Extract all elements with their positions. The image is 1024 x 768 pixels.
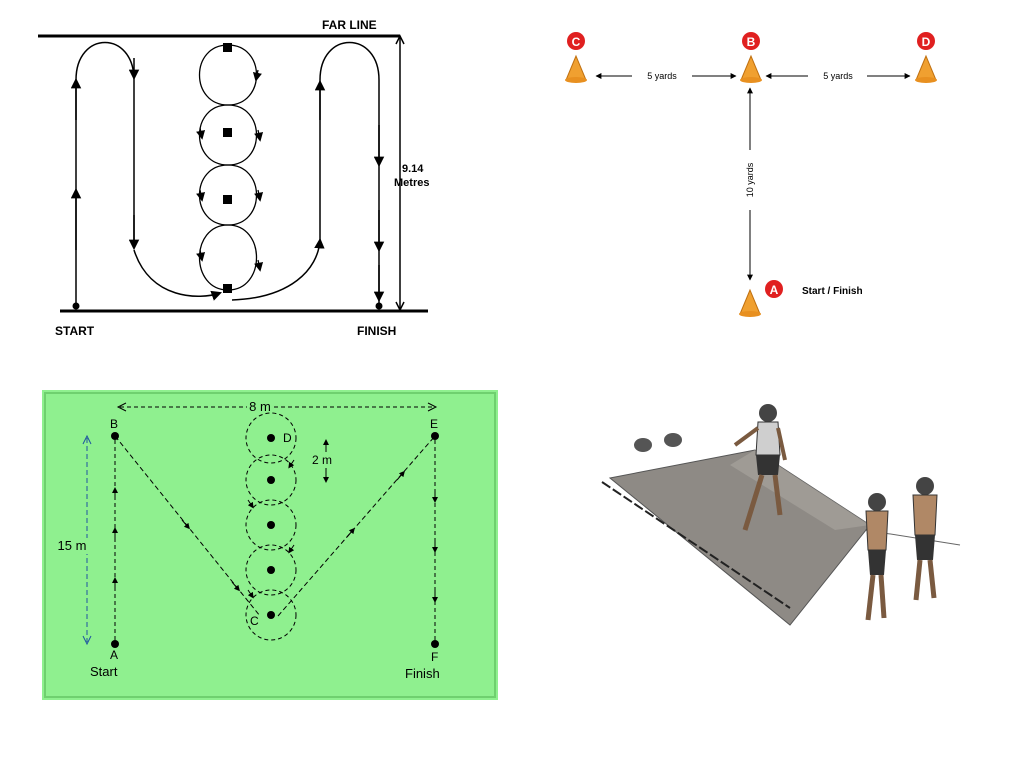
block-icon [634, 438, 652, 452]
start-finish-label: Start / Finish [802, 286, 863, 297]
far-line-label: FAR LINE [322, 18, 377, 32]
loop-arrows [196, 69, 264, 272]
badge-icon [917, 32, 935, 50]
finish-label: Finish [405, 666, 440, 681]
far-line-run-diagram: FAR LINE START FINISH 9.14 Metres [38, 18, 429, 338]
circle-dots [267, 434, 275, 619]
standing-figure-icon [912, 477, 938, 601]
cone-d: D [915, 32, 937, 83]
point-d-label: D [283, 431, 292, 445]
marker-block [223, 284, 232, 293]
figure-circles [245, 412, 297, 641]
shuttle-run-illustration [601, 404, 961, 626]
vertical-distance: 10 yards [745, 162, 755, 197]
cone-d-label: D [922, 35, 931, 49]
point-f-label: F [431, 650, 438, 664]
cone-b-label: B [747, 35, 756, 49]
lane-left-turn [75, 41, 135, 245]
point-b-label: B [110, 417, 118, 431]
diagonal-arrows [181, 470, 405, 592]
cone-t-drill-diagram: C B D A Start / Finish 5 yards 5 yards 1… [565, 32, 937, 317]
width-label: 8 m [249, 399, 271, 414]
cone-c: C [565, 32, 587, 83]
standing-figure-icon [865, 493, 889, 621]
curve-to-loops [133, 249, 222, 301]
block-icon [664, 433, 682, 447]
height-label: 15 m [58, 538, 87, 553]
point-f [431, 640, 439, 648]
distance-unit: Metres [394, 177, 429, 189]
cone-a: A [739, 280, 783, 317]
gap-label: 2 m [312, 453, 332, 467]
circle-arrows [247, 459, 295, 599]
point-e-label: E [430, 417, 438, 431]
lane-arrows [112, 487, 438, 603]
court-surface [608, 449, 871, 626]
badge-icon [567, 32, 585, 50]
finish-label: FINISH [357, 324, 396, 338]
runner-figure-icon [733, 404, 787, 531]
cone-a-label: A [770, 283, 779, 297]
left-distance: 5 yards [647, 71, 677, 81]
cone-c-label: C [572, 35, 581, 49]
marker-block [223, 195, 232, 204]
lane-right-turn [319, 41, 380, 306]
badge-icon [765, 280, 783, 298]
figure-eight-loops [198, 44, 258, 291]
distance-line [601, 481, 791, 609]
marker-block [223, 43, 232, 52]
cone-b: B [740, 32, 762, 83]
green-field-run-diagram: 8 m 15 m B E A Start F Finish [42, 390, 498, 700]
curve-to-right-lane [231, 237, 325, 301]
distance-value: 9.14 [402, 163, 424, 175]
badge-icon [742, 32, 760, 50]
point-c-label: C [250, 614, 259, 628]
start-label: START [55, 324, 95, 338]
point-a [111, 640, 119, 648]
point-a-label: A [110, 648, 118, 662]
right-distance: 5 yards [823, 71, 853, 81]
marker-block [223, 128, 232, 137]
start-label: Start [90, 664, 118, 679]
